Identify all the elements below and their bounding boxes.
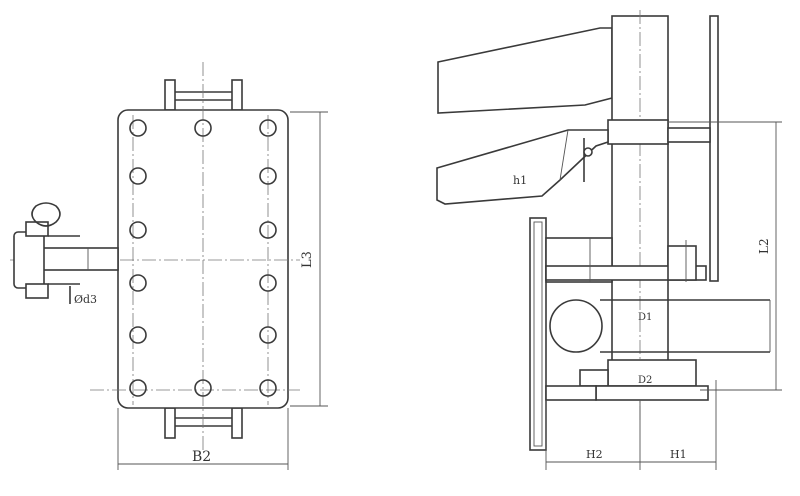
dim-h2-h1: H2 H1 xyxy=(545,380,717,470)
bottom-bracket xyxy=(164,407,243,439)
label-d2: D2 xyxy=(638,375,652,386)
dim-b2: B2 xyxy=(117,408,289,470)
front-view: L3 B2 Ød3 xyxy=(10,62,328,470)
side-plate xyxy=(529,217,547,451)
label-b2: B2 xyxy=(192,449,211,465)
label-h2: H2 xyxy=(586,448,603,461)
side-view: h1 D1 D2 L2 xyxy=(436,10,782,470)
label-h1: H1 xyxy=(670,448,687,461)
upper-beam xyxy=(437,27,613,114)
label-h1-arm: h1 xyxy=(513,174,527,187)
label-l2: L2 xyxy=(757,238,771,254)
side-shaft xyxy=(13,202,119,304)
dim-l2: L2 xyxy=(668,121,782,391)
label-d1: D1 xyxy=(638,312,652,323)
lower-arm xyxy=(436,129,609,205)
label-l3: L3 xyxy=(300,251,315,268)
dim-l3: L3 xyxy=(290,111,328,407)
label-d3: Ød3 xyxy=(74,293,97,306)
rail xyxy=(549,299,771,353)
bolt-holes xyxy=(129,119,277,397)
top-bracket xyxy=(164,79,243,111)
